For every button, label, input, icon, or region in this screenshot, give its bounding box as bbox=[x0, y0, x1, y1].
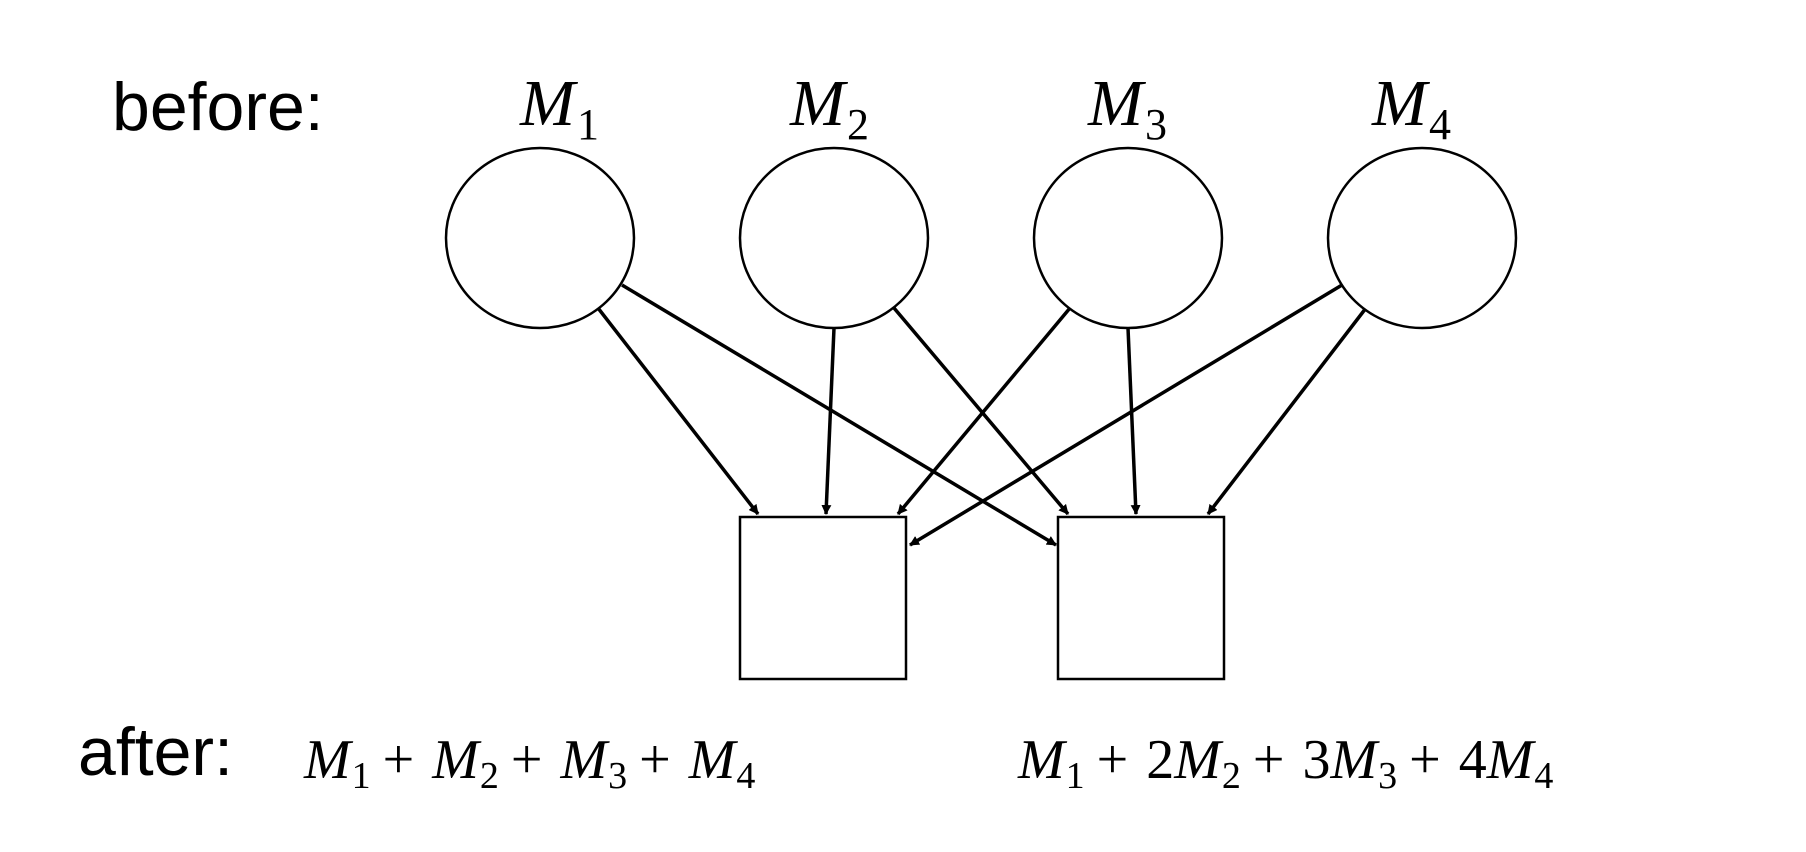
edge-arrow-2-to-2 bbox=[892, 306, 1070, 516]
output-node-1 bbox=[738, 515, 908, 681]
input-label-4: M4 bbox=[1371, 67, 1451, 149]
output-label-1: M1+ M2+ M3+ M4 bbox=[303, 729, 755, 797]
input-label-1: M1 bbox=[519, 67, 599, 149]
edge-arrow-1-to-1 bbox=[596, 306, 760, 516]
output-label-2: M1+ 2M2+ 3M3+ 4M4 bbox=[1017, 729, 1553, 797]
input-node-3 bbox=[1032, 146, 1224, 330]
input-label-2: M2 bbox=[789, 67, 869, 149]
edge-arrow-4-to-2 bbox=[1206, 306, 1368, 516]
input-node-1 bbox=[444, 146, 636, 330]
input-node-2 bbox=[738, 146, 930, 330]
input-labels-group: M1 M2 M3 M4 bbox=[519, 67, 1451, 149]
edge-arrow-4-to-1 bbox=[909, 283, 1343, 547]
edge-arrow-3-to-1 bbox=[896, 306, 1072, 516]
input-label-3: M3 bbox=[1087, 67, 1167, 149]
edges-group bbox=[596, 283, 1368, 547]
before-label: before: bbox=[112, 69, 324, 145]
output-nodes-group bbox=[738, 515, 1226, 681]
output-labels-group: M1+ M2+ M3+ M4 M1+ 2M2+ 3M3+ 4M4 bbox=[303, 729, 1553, 797]
after-label: after: bbox=[78, 714, 233, 790]
edge-arrow-3-to-2 bbox=[1126, 327, 1141, 515]
output-node-2 bbox=[1056, 515, 1226, 681]
edge-arrow-2-to-1 bbox=[821, 327, 836, 515]
input-node-4 bbox=[1326, 146, 1518, 330]
input-nodes-group bbox=[444, 146, 1518, 330]
